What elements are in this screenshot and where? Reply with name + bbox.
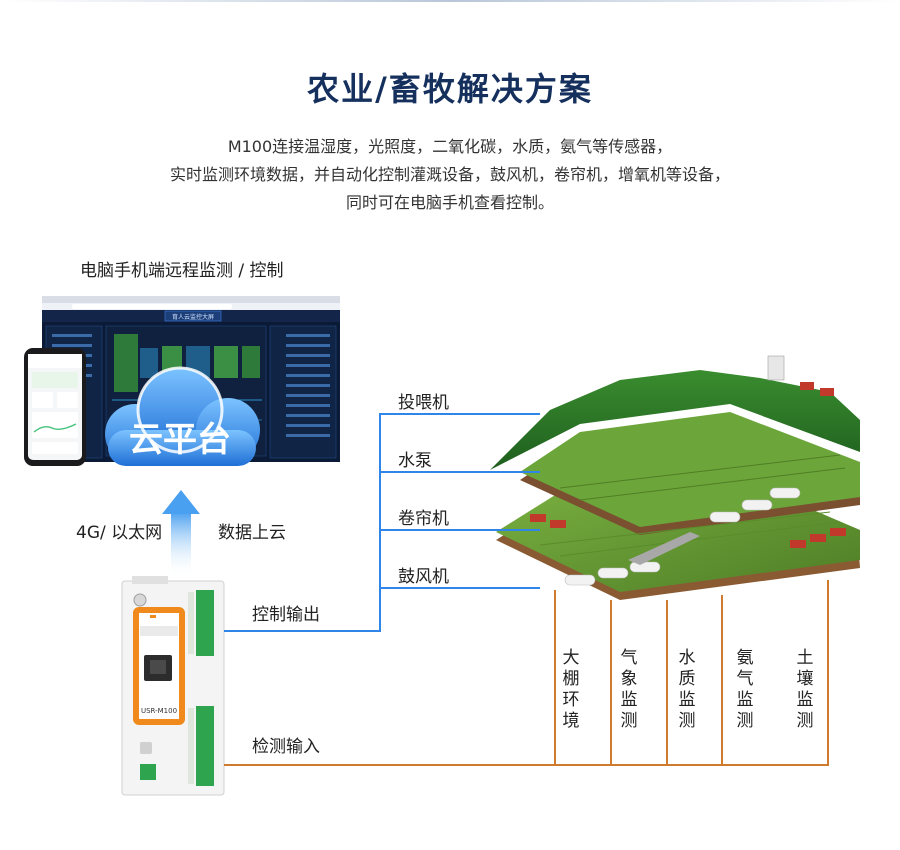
monitor-weather: 气象监测 xyxy=(620,648,638,731)
control-target-pump: 水泵 xyxy=(398,451,432,471)
monitor-ammonia: 氨气监测 xyxy=(736,648,754,731)
cloud-label: 云平台 xyxy=(129,420,231,460)
monitor-water: 水质监测 xyxy=(678,648,696,731)
screen-title: 育人云监控大屏 xyxy=(172,313,214,321)
mobile-phone xyxy=(24,348,86,466)
description-line: 同时可在电脑手机查看控制。 xyxy=(345,193,554,212)
control-target-blower: 鼓风机 xyxy=(398,567,449,587)
upload-arrow xyxy=(162,490,200,578)
monitor-greenhouse: 大棚环境 xyxy=(562,648,580,731)
control-output-label: 控制输出 xyxy=(252,605,320,625)
detect-input-label: 检测输入 xyxy=(252,737,320,757)
greenhouses xyxy=(564,487,801,586)
device-model: USR-M100 xyxy=(141,707,177,715)
farm-buildings xyxy=(530,355,846,548)
upload-label: 数据上云 xyxy=(218,523,286,543)
cloud-platform: 云平台 xyxy=(105,366,260,466)
page-title: 农业/畜牧解决方案 xyxy=(307,70,593,108)
control-target-feeder: 投喂机 xyxy=(398,393,449,413)
farm-landscape xyxy=(490,355,860,600)
control-target-roller: 卷帘机 xyxy=(398,509,449,529)
top-divider xyxy=(0,0,900,2)
description-line: M100连接温湿度，光照度，二氧化碳，水质，氨气等传感器， xyxy=(227,137,673,156)
page-description: M100连接温湿度，光照度，二氧化碳，水质，氨气等传感器， 实时监测环境数据，并… xyxy=(0,133,900,217)
description-line: 实时监测环境数据，并自动化控制灌溉设备，鼓风机，卷帘机，增氧机等设备， xyxy=(169,165,730,184)
usr-m100-device: USR-M100 xyxy=(121,576,225,796)
monitor-soil: 土壤监测 xyxy=(796,648,814,731)
control-output-lines xyxy=(224,413,540,632)
remote-monitor-label: 电脑手机端远程监测 / 控制 xyxy=(80,261,284,281)
detect-input-lines xyxy=(224,580,829,766)
network-label: 4G/ 以太网 xyxy=(76,523,163,543)
